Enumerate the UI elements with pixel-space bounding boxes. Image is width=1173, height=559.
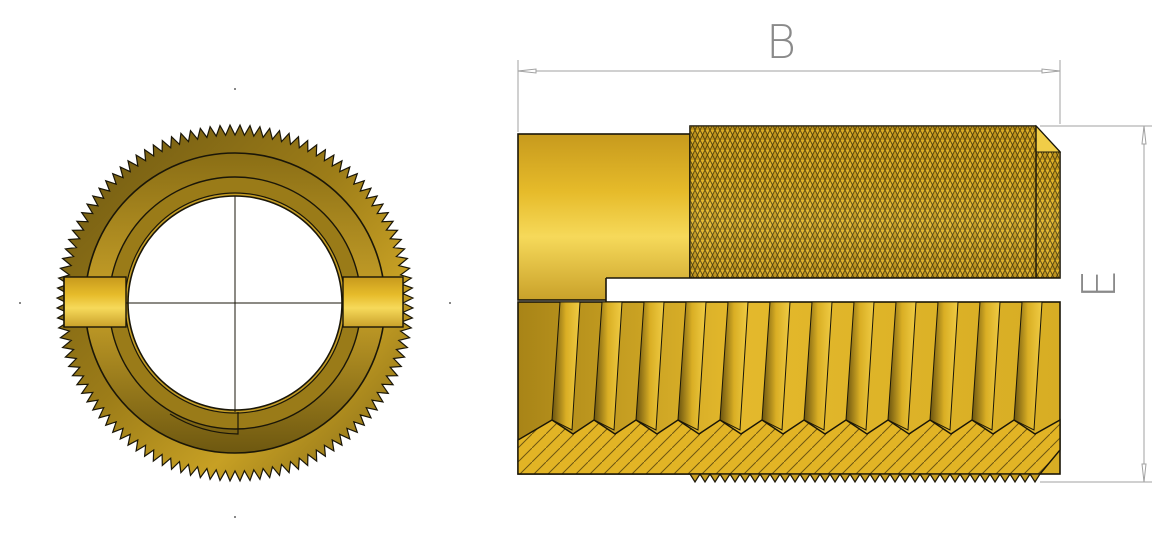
internal-thread xyxy=(551,301,1043,431)
thread-flank xyxy=(1013,301,1043,431)
thread-flank xyxy=(761,301,791,431)
dimension-label-b: B xyxy=(766,15,796,69)
plain-shank-upper xyxy=(517,133,691,301)
thread-lip xyxy=(169,412,239,435)
thread-flank xyxy=(635,301,665,431)
end-view xyxy=(19,88,451,518)
thread-flank xyxy=(929,301,959,431)
thread-flank xyxy=(719,301,749,431)
dimension-e: E xyxy=(1040,125,1152,483)
chamfer xyxy=(1035,124,1062,153)
thread-flank xyxy=(803,301,833,431)
side-section-view xyxy=(517,124,1062,484)
thread-flank xyxy=(971,301,1001,431)
thread-flank xyxy=(551,301,581,431)
thread-flank xyxy=(845,301,875,431)
thread-flank xyxy=(677,301,707,431)
thread-flank xyxy=(593,301,623,431)
slot-right xyxy=(342,276,404,328)
bottom-knurl-edge xyxy=(688,472,1042,484)
slot-left xyxy=(63,276,127,328)
thread-flank xyxy=(887,301,917,431)
dimension-label-e: E xyxy=(1072,269,1126,298)
section-hatch xyxy=(517,418,1061,475)
dimension-b: B xyxy=(517,15,1061,132)
